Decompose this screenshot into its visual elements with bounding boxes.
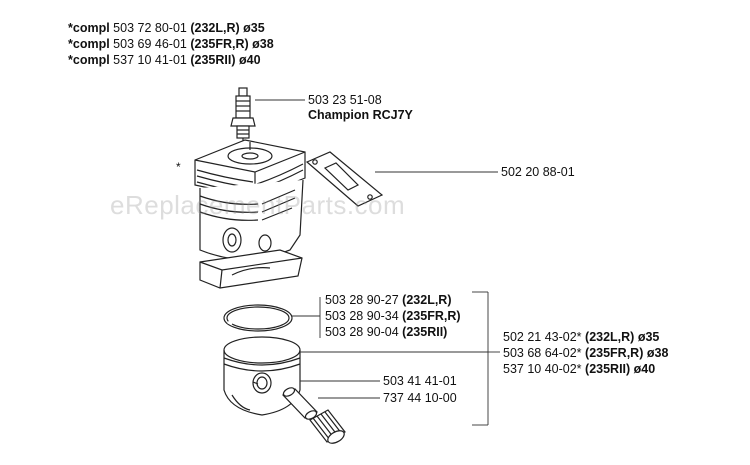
kit-number: 503 72 80-01 — [113, 21, 187, 35]
part-number: 503 41 41-01 — [383, 374, 457, 388]
ring-label[interactable]: 503 28 90-04 (235RII) — [325, 325, 447, 340]
kit-number: 503 69 46-01 — [113, 37, 187, 51]
piston-label[interactable]: 503 68 64-02* (235FR,R) ø38 — [503, 346, 668, 361]
part-model: (235RII) — [402, 325, 448, 339]
spark-plug-label[interactable]: 503 23 51-08 — [308, 93, 382, 108]
part-model: (235RII) — [585, 362, 631, 376]
piston-drawing[interactable] — [223, 336, 301, 416]
part-model: (235FR,R) — [585, 346, 644, 360]
piston-label[interactable]: 537 10 40-02* (235RII) ø40 — [503, 362, 655, 377]
part-number: 503 68 64-02* — [503, 346, 582, 360]
kit-row[interactable]: *compl 537 10 41-01 (235RII) ø40 — [68, 52, 274, 68]
kit-number: 537 10 41-01 — [113, 53, 187, 67]
cylinder-drawing[interactable] — [194, 139, 306, 289]
spark-plug-name: Champion RCJ7Y — [308, 108, 413, 122]
cylinder-star-mark: * — [176, 160, 181, 174]
piston-label[interactable]: 502 21 43-02* (232L,R) ø35 — [503, 330, 659, 345]
part-model: (235FR,R) — [402, 309, 461, 323]
part-model: (232L,R) — [585, 330, 635, 344]
piston-pin-label[interactable]: 503 41 41-01 — [383, 374, 457, 389]
kit-size: ø35 — [243, 21, 265, 35]
watermark: eReplacementParts.com — [110, 190, 406, 220]
kit-prefix: *compl — [68, 37, 110, 51]
gasket-drawing[interactable] — [305, 151, 384, 207]
part-number: 503 23 51-08 — [308, 93, 382, 107]
part-number: 503 28 90-04 — [325, 325, 399, 339]
kit-model: (232L,R) — [190, 21, 240, 35]
kit-model: (235FR,R) — [190, 37, 249, 51]
kit-row[interactable]: *compl 503 72 80-01 (232L,R) ø35 — [68, 20, 274, 36]
part-model: (232L,R) — [402, 293, 452, 307]
leader-lines — [255, 99, 500, 426]
ring-label[interactable]: 503 28 90-34 (235FR,R) — [325, 309, 461, 324]
part-size: ø38 — [646, 346, 669, 360]
part-number: 502 20 88-01 — [501, 165, 575, 179]
piston-pin-drawing[interactable] — [282, 386, 318, 421]
part-number: 503 28 90-27 — [325, 293, 399, 307]
part-size: ø40 — [633, 362, 656, 376]
kit-size: ø38 — [252, 37, 274, 51]
needle-bearing-drawing[interactable] — [309, 409, 346, 446]
part-number: 537 10 40-02* — [503, 362, 582, 376]
part-number: 503 28 90-34 — [325, 309, 399, 323]
gasket-label[interactable]: 502 20 88-01 — [501, 165, 575, 180]
part-size: ø35 — [637, 330, 660, 344]
part-number: 737 44 10-00 — [383, 391, 457, 405]
kit-model: (235RII) — [190, 53, 236, 67]
kit-row[interactable]: *compl 503 69 46-01 (235FR,R) ø38 — [68, 36, 274, 52]
spark-plug-drawing[interactable] — [230, 87, 256, 142]
piston-ring-drawing[interactable] — [223, 304, 293, 332]
ring-label[interactable]: 503 28 90-27 (232L,R) — [325, 293, 452, 308]
kit-prefix: *compl — [68, 21, 110, 35]
part-number: 502 21 43-02* — [503, 330, 582, 344]
needle-bearing-label[interactable]: 737 44 10-00 — [383, 391, 457, 406]
kit-prefix: *compl — [68, 53, 110, 67]
cylinder-kit-list: *compl 503 72 80-01 (232L,R) ø35 *compl … — [68, 20, 274, 68]
kit-size: ø40 — [238, 53, 261, 67]
